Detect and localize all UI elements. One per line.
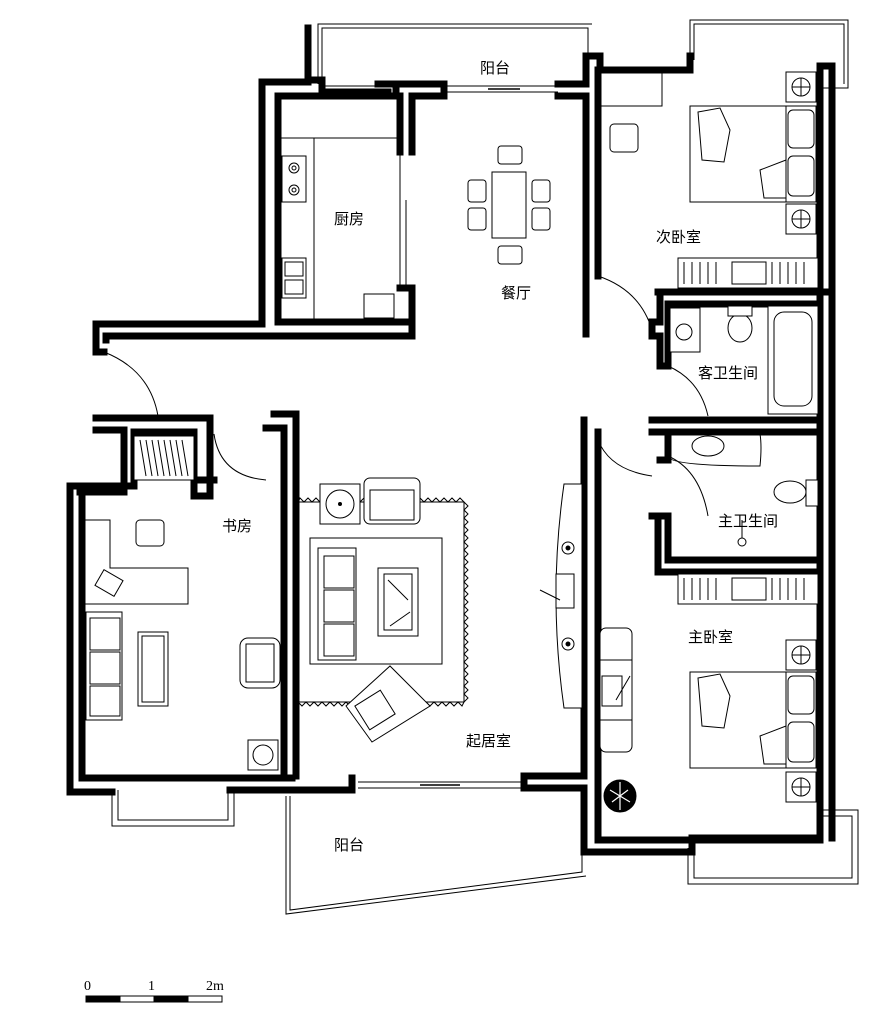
label-master-bathroom: 主卫生间 <box>718 512 778 530</box>
balcony-outlines <box>111 19 859 915</box>
label-guest-bathroom: 客卫生间 <box>698 364 758 382</box>
label-living-room: 起居室 <box>466 732 511 750</box>
tv-cabinet <box>539 483 583 709</box>
master-bathroom-fixtures <box>667 433 819 547</box>
label-master-bedroom: 主卧室 <box>688 628 733 646</box>
door-swings <box>103 150 709 517</box>
scale-tick-2: 2m <box>206 979 224 994</box>
label-dining: 餐厅 <box>501 284 531 302</box>
label-balcony-north: 阳台 <box>480 59 510 77</box>
walls <box>66 24 836 856</box>
scale-tick-1: 1 <box>148 979 155 994</box>
label-balcony-south: 阳台 <box>334 836 364 854</box>
label-study: 书房 <box>222 517 252 535</box>
scale-tick-0: 0 <box>84 979 91 994</box>
scale-bar: 0 1 2m <box>84 979 224 1003</box>
label-kitchen: 厨房 <box>334 210 364 228</box>
living-room-furniture <box>297 477 469 743</box>
room-labels: 阳台 厨房 餐厅 次卧室 客卫生间 书房 主卫生间 主卧室 起居室 阳台 <box>222 59 778 854</box>
label-second-bedroom: 次卧室 <box>656 228 701 246</box>
windows <box>324 85 558 789</box>
study-furniture <box>82 435 281 771</box>
kitchen-fixtures <box>280 137 398 322</box>
master-bedroom-furniture <box>599 573 819 813</box>
dining-table <box>467 145 551 265</box>
guest-bathroom-fixtures <box>669 305 819 415</box>
second-bedroom-furniture <box>599 71 819 289</box>
